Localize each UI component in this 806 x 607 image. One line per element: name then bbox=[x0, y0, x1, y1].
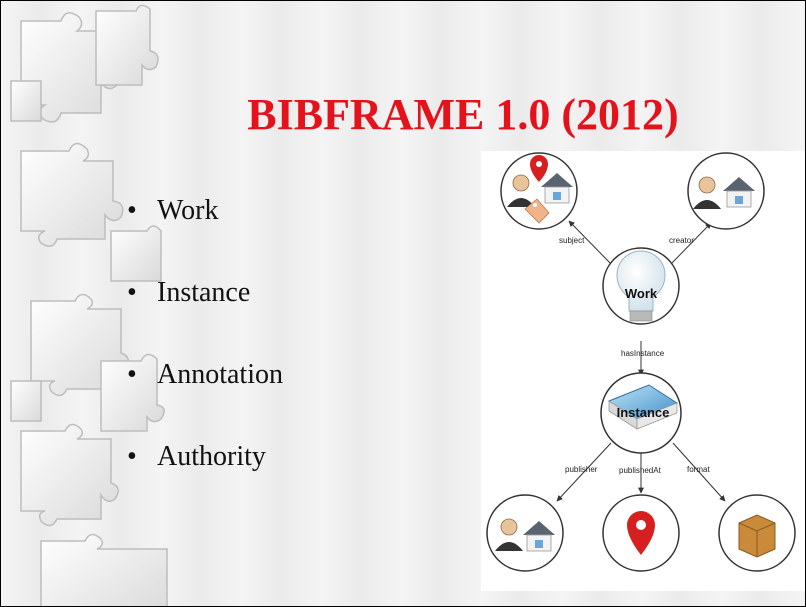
edge-label-creator: creator bbox=[669, 236, 694, 245]
house-icon bbox=[541, 173, 573, 204]
creator-icons bbox=[693, 176, 755, 209]
bullet-dot-icon: • bbox=[127, 195, 137, 226]
bibframe-diagram: subject creator hasInstance publisher pu… bbox=[481, 151, 805, 591]
house-icon bbox=[723, 177, 755, 208]
node-subject bbox=[500, 152, 578, 230]
bullet-dot-icon: • bbox=[127, 277, 137, 308]
person-icon bbox=[495, 518, 523, 551]
edge-label-publisher: publisher bbox=[565, 465, 598, 474]
book-icon bbox=[607, 384, 679, 430]
tag-icon bbox=[524, 198, 550, 224]
edge-label-has-instance: hasInstance bbox=[621, 349, 665, 358]
bullet-dot-icon: • bbox=[127, 441, 137, 472]
node-label-instance: Instance bbox=[617, 405, 670, 420]
bullet-text: Work bbox=[157, 195, 219, 226]
subject-icons bbox=[507, 155, 573, 224]
bullet-list: • Work • Instance • Annotation • Authority bbox=[123, 181, 283, 509]
edge-creator bbox=[668, 222, 712, 267]
edge-label-format: format bbox=[687, 465, 710, 474]
map-pin-icon bbox=[627, 511, 655, 555]
edge-label-published-at: publishedAt bbox=[619, 466, 662, 475]
person-icon bbox=[693, 176, 721, 209]
edge-publisher bbox=[556, 442, 612, 502]
bullet-item: • Work bbox=[123, 181, 283, 263]
bullet-item: • Annotation bbox=[123, 345, 283, 427]
edge-format bbox=[672, 442, 726, 502]
edge-label-subject: subject bbox=[559, 236, 585, 245]
bullet-text: Instance bbox=[157, 277, 251, 308]
pin-icon bbox=[530, 155, 548, 182]
edge-subject bbox=[568, 220, 614, 267]
bullet-item: • Authority bbox=[123, 427, 283, 509]
box-icon bbox=[738, 514, 776, 558]
node-publisher bbox=[486, 494, 564, 572]
bullet-text: Authority bbox=[157, 441, 266, 472]
publisher-icons bbox=[495, 518, 555, 552]
bullet-text: Annotation bbox=[157, 359, 283, 390]
person-icon bbox=[507, 174, 535, 207]
bullet-dot-icon: • bbox=[127, 359, 137, 390]
node-label-work: Work bbox=[625, 286, 658, 301]
bullet-item: • Instance bbox=[123, 263, 283, 345]
house-icon bbox=[523, 521, 555, 552]
lightbulb-icon bbox=[616, 250, 666, 322]
puzzle-decoration bbox=[10, 4, 168, 606]
slide-title: BIBFRAME 1.0 (2012) bbox=[247, 90, 679, 139]
